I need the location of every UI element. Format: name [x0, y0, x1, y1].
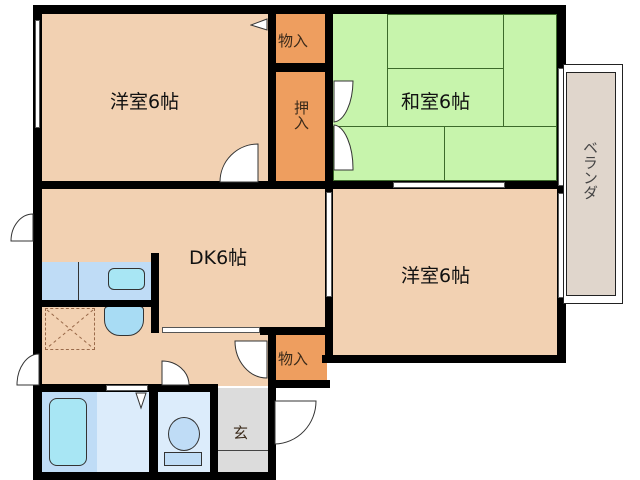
- wall-closet-entry-bottom: [268, 380, 330, 388]
- wall-mid-horizontal: [33, 181, 565, 189]
- veranda: [566, 72, 616, 296]
- wall-bath-toilet: [149, 384, 158, 480]
- tatami-mat: [444, 126, 557, 181]
- entrance-label: 玄: [233, 424, 249, 442]
- oshiire-closet: [276, 72, 327, 181]
- closet-entry-label: 物入: [278, 350, 309, 368]
- window-japanese-bottom: [393, 182, 505, 188]
- door-dk-side[interactable]: [10, 213, 34, 243]
- door-western-1[interactable]: [216, 143, 260, 183]
- wall-closet-entry-left: [268, 327, 276, 480]
- closet-entry: [276, 335, 327, 380]
- wall-top: [33, 5, 565, 14]
- door-hall-side[interactable]: [16, 353, 40, 387]
- western-room-2: [333, 189, 557, 355]
- door-bath[interactable]: [134, 392, 148, 410]
- wall-counter-bottom: [33, 300, 159, 307]
- wash-basin: [104, 306, 144, 336]
- wall-bottom-right: [322, 355, 566, 363]
- oshiire-label: 押入: [292, 100, 310, 130]
- door-japanese-lower[interactable]: [333, 124, 355, 172]
- wall-left: [33, 5, 42, 480]
- door-japanese-upper[interactable]: [333, 80, 355, 124]
- tatami-mat: [503, 14, 557, 127]
- sliding-door-dk[interactable]: [162, 327, 260, 333]
- toilet-bowl: [168, 417, 200, 451]
- window-dk-right: [326, 192, 332, 297]
- veranda-label: ベランダ: [581, 140, 599, 200]
- washing-machine-cross-icon: [46, 309, 94, 349]
- western-room-1-label: 洋室6帖: [110, 91, 180, 113]
- wall-closet-left: [268, 14, 276, 189]
- toilet-tank: [164, 452, 202, 466]
- japanese-room: [333, 14, 557, 181]
- wall-closet-divider: [268, 63, 330, 72]
- closet-top: [276, 14, 327, 63]
- entrance-step-line: [218, 450, 268, 451]
- washing-machine-space: [45, 308, 95, 350]
- door-front-entrance[interactable]: [274, 400, 318, 446]
- western-room-1: [42, 14, 268, 181]
- western-room-2-label: 洋室6帖: [401, 265, 471, 287]
- wall-dk-bottom: [260, 327, 333, 335]
- bathtub: [49, 398, 87, 466]
- tatami-mat: [387, 14, 504, 69]
- door-closet-entry[interactable]: [234, 340, 268, 380]
- window-western-1-left: [35, 20, 40, 128]
- japanese-room-label: 和室6帖: [401, 91, 471, 113]
- wall-counter-end: [151, 253, 159, 333]
- door-toilet[interactable]: [161, 360, 191, 386]
- wall-closet-right: [325, 5, 333, 189]
- counter-divider: [78, 262, 79, 300]
- entrance-genkan: [218, 388, 268, 472]
- door-closet-top[interactable]: [250, 18, 268, 32]
- closet-top-label: 物入: [278, 32, 309, 50]
- dining-kitchen-label: DK6帖: [189, 247, 248, 269]
- window-bath: [106, 385, 148, 391]
- kitchen-sink: [108, 268, 145, 290]
- wall-toilet-entrance: [210, 384, 218, 480]
